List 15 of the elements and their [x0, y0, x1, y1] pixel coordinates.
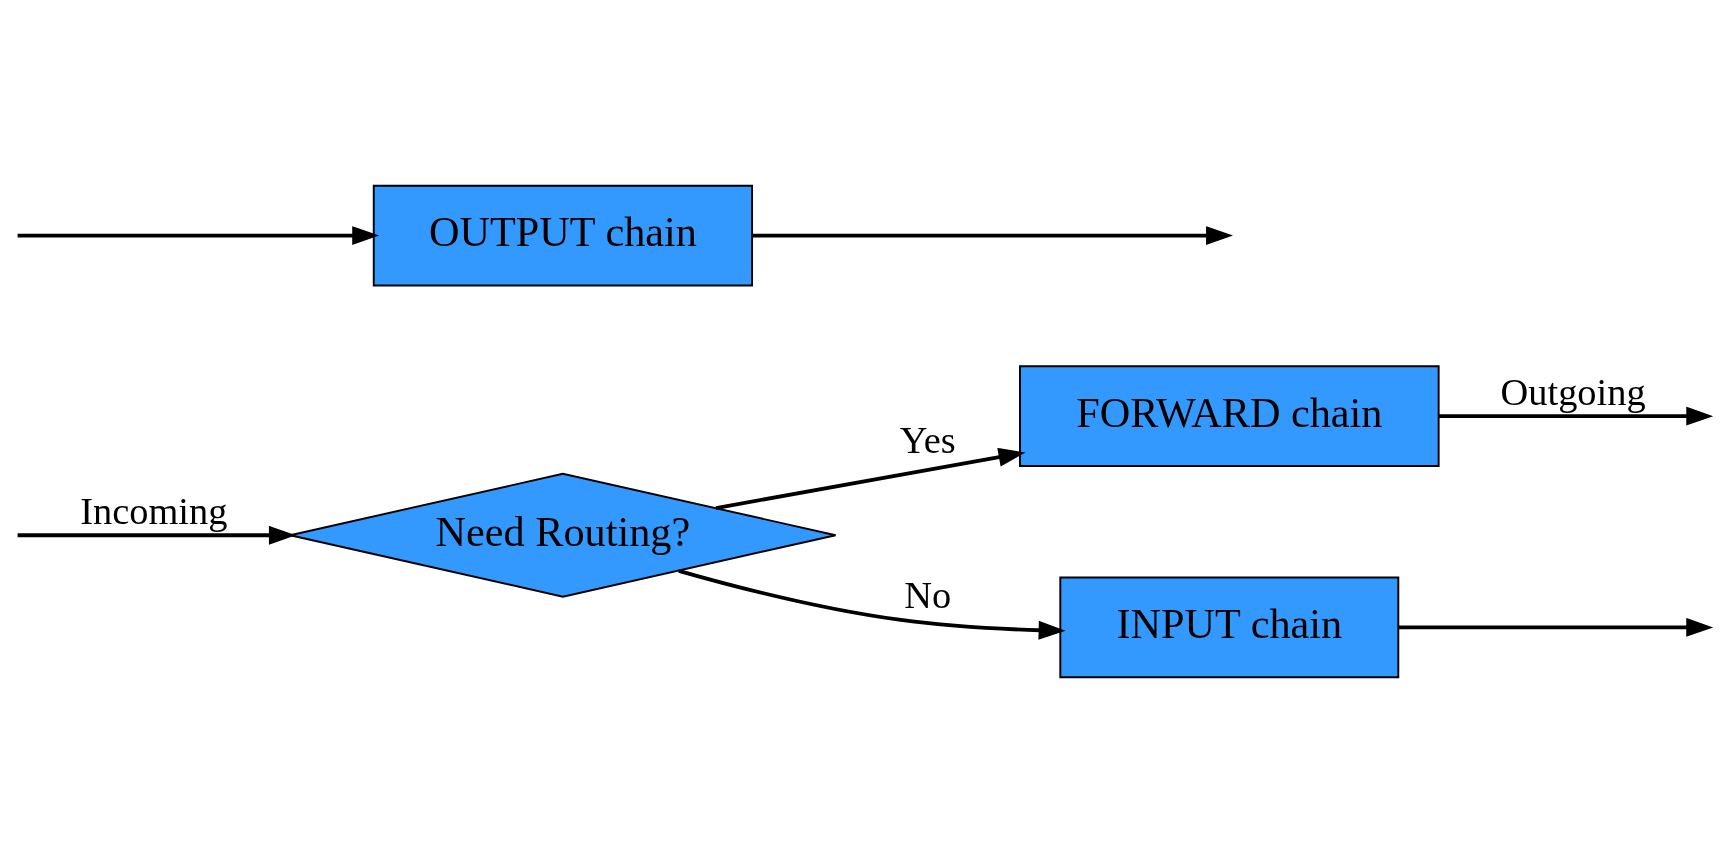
node-box: FORWARD chain [1019, 365, 1440, 468]
arrow [715, 447, 1026, 510]
node-box: OUTPUT chain [372, 184, 754, 287]
edge-label: Incoming [80, 489, 228, 532]
arrow [678, 568, 1066, 640]
node-box: INPUT chain [1059, 576, 1400, 679]
node-diamond: Need Routing? [289, 472, 837, 598]
arrow [17, 525, 296, 545]
edge-label: No [904, 574, 952, 617]
arrow [1398, 617, 1714, 637]
edge-label: Outgoing [1500, 370, 1646, 413]
arrow [1438, 406, 1714, 426]
edge-label: Yes [899, 418, 956, 461]
arrow [752, 226, 1233, 246]
arrow [17, 226, 380, 246]
